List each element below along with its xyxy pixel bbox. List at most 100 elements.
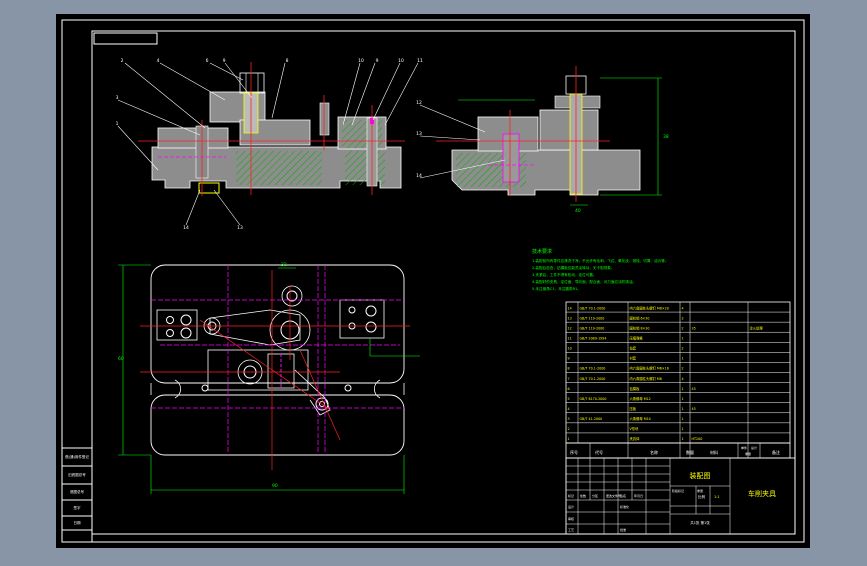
front-leaders <box>117 62 419 226</box>
balloon-front-10: 1 <box>116 121 119 127</box>
balloon-front-0: 2 <box>121 58 124 64</box>
bom-cell: 淬火处理 <box>750 325 764 330</box>
bom-header-4: 材料 <box>710 449 718 455</box>
bom-cell: 1 <box>682 407 684 411</box>
bom-cell: GB/T 2089-1994 <box>580 336 607 340</box>
bom-header-2: 名称 <box>650 449 658 455</box>
scale-value: 1:1 <box>714 495 720 499</box>
plan-bottom-dim-label: 90 <box>272 483 278 489</box>
drawing-sheet <box>56 14 810 548</box>
bom-cell: HT200 <box>692 437 703 441</box>
bom-cell: 内六角圆柱头螺钉 M6 <box>630 376 662 381</box>
plan-view: 60 90 32 <box>118 262 420 494</box>
bom-cell: 5 <box>568 397 570 401</box>
bom-cell: 内六角圆柱头螺钉 M8×20 <box>630 305 669 310</box>
strip-cell-3: 签字 <box>74 505 81 510</box>
bom-cell: 夹具体 <box>630 436 641 441</box>
bom-cell: 11 <box>568 336 572 340</box>
tb-cell-1: 处数 <box>580 493 586 498</box>
bom-cell: GB/T 6170-2000 <box>580 397 607 401</box>
bom-cell: GB/T 70.1-2000 <box>580 367 606 371</box>
bom-cell: 1 <box>682 336 684 340</box>
bom-cell: 7 <box>568 377 570 381</box>
strip-cell-4: 日期 <box>74 520 81 525</box>
bom-cell: GB/T 119-2000 <box>580 316 605 320</box>
bom-cell: 2 <box>568 427 570 431</box>
v-block-section <box>157 127 229 149</box>
tb-cell-5: 年月日 <box>634 493 643 498</box>
front-section-view: 2 4 6 9 8 10 9 10 11 3 1 14 13 <box>116 58 423 231</box>
balloon-front-5: 10 <box>358 58 364 64</box>
balloon-side-1: 13 <box>416 131 422 137</box>
tb-cell-10: 批准 <box>620 527 626 532</box>
plan-top-pin <box>281 285 303 307</box>
title-block: 装配图 车削夹具 比例 1:1 共1张 第1张 标记 处数 分区 更改文件号 签… <box>565 457 796 535</box>
plan-left-dim-label: 60 <box>118 356 124 362</box>
side-height-label: 38 <box>663 134 669 140</box>
bom-header-5: 备注 <box>772 449 780 455</box>
bom-cell: 1 <box>682 387 684 391</box>
bom-cell: 4 <box>682 306 684 310</box>
bom-cell: 8 <box>568 367 570 371</box>
bom-extra-0: 单件 <box>741 445 747 450</box>
tech-note-3: 4.装配好的夹具，定位面、导向面、配合面、对刀面应涂防锈油。 <box>532 279 636 284</box>
drawing-name: 装配图 <box>690 471 711 480</box>
plan-upper-plate <box>150 264 405 384</box>
plan-lower-plate <box>150 394 405 456</box>
bom-cell: 2 <box>682 326 684 330</box>
body-hatch-region-right <box>345 151 385 185</box>
stud-section <box>319 102 330 136</box>
balloon-front-1: 4 <box>157 58 160 64</box>
bom-cell: 圆柱销 6×30 <box>630 315 650 320</box>
balloon-side-0: 12 <box>416 100 422 106</box>
side-section-view: 38 40 12 13 14 <box>416 66 669 214</box>
bom-cell: 12 <box>568 326 572 330</box>
bom-header-1: 代号 <box>595 449 603 455</box>
sheet-count: 共1张 第1张 <box>690 520 710 525</box>
side-pin <box>502 133 520 183</box>
balloon-side-2: 14 <box>416 173 422 179</box>
bom-cell: 六角螺母 M12 <box>630 396 651 401</box>
bom-cell: 35 <box>692 326 696 330</box>
tb-cell-3: 更改文件号 <box>606 493 621 498</box>
bom-cell: 1 <box>682 427 684 431</box>
bom-cell: 1 <box>682 417 684 421</box>
bom-cell: 2 <box>682 347 684 351</box>
tech-note-4: 5.未注倒角C1，未注圆角R1。 <box>532 286 581 291</box>
bom-cell: GB/T 70.1-2000 <box>580 377 606 381</box>
plan-vblock <box>207 349 309 391</box>
drawing-number-box <box>93 32 158 45</box>
tb-cell-9: 工艺 <box>568 527 574 532</box>
bom-cell: 13 <box>568 316 572 320</box>
bom-cell: 钻模板 <box>630 386 641 391</box>
bom-cell: 压缩弹簧 <box>630 335 644 340</box>
tech-note-2: 3.夹紧后，工件不得有松动，定位可靠。 <box>532 272 597 277</box>
bom-cell: 3 <box>568 417 570 421</box>
outer-border <box>61 19 805 543</box>
bom-header-0: 序号 <box>570 449 578 455</box>
balloon-front-2: 6 <box>206 58 209 64</box>
side-width-label: 40 <box>575 208 581 214</box>
plan-left-block <box>156 309 198 341</box>
bom-extra-1: 总计 <box>751 445 757 450</box>
tb-cell-6: 设计 <box>568 504 574 509</box>
plan-top-dim-label: 32 <box>281 262 287 268</box>
strip-cell-2: 底图总号 <box>70 489 84 494</box>
body-hatch-region <box>236 151 322 185</box>
tb-cell-2: 分区 <box>592 493 598 498</box>
balloon-front-9: 3 <box>116 95 119 101</box>
bom-cell: 45 <box>692 407 696 411</box>
tech-note-1: 2.装配后检查，钻模板应能灵活转动，无卡阻现象。 <box>532 265 615 270</box>
bom-cell: 衬套 <box>630 356 637 361</box>
tb-cell-0: 标记 <box>568 493 574 498</box>
bom-cell: 2 <box>682 367 684 371</box>
bom-cell: V形块 <box>630 426 640 431</box>
bom-cell: 1 <box>568 437 570 441</box>
bom-cell: 2 <box>682 316 684 320</box>
balloon-front-11: 14 <box>183 225 189 231</box>
tb-cell-8: 审核 <box>568 516 574 521</box>
tb-cell-4: 签名 <box>620 493 626 498</box>
bom-cell: 45 <box>692 387 696 391</box>
